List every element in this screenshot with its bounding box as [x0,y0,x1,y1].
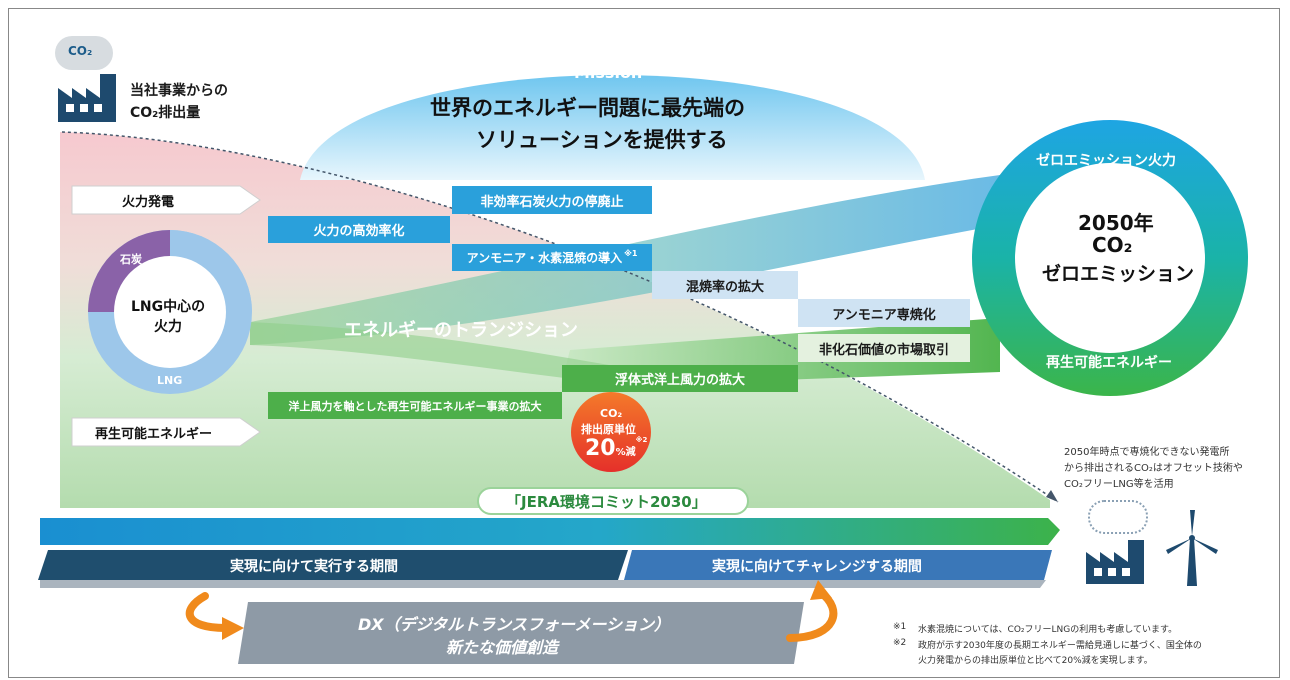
donut-lng-label: LNG [157,374,183,387]
badge-number: 20 [585,436,616,461]
goal-top-label: ゼロエミッション火力 [1036,153,1176,169]
step-efficiency: 火力の高効率化 [268,216,450,243]
factory-icon [1086,540,1144,584]
renewable-label: 再生可能エネルギー [95,427,213,442]
step-offshore-wind: 洋上風力を軸とした再生可能エネルギー事業の拡大 [268,392,562,419]
dx-line1: DX（デジタルトランスフォーメーション） [358,615,671,634]
step-ammonia-label: アンモニア・水素混焼の導入 [466,251,623,265]
footnote-2-line2: 火力発電からの排出原単位と比べて20%減を実現します。 [918,656,1153,666]
co2-cloud-icon [55,36,113,70]
badge-unit: %減 [615,447,636,458]
emissions-label-line1: 当社事業からの [130,83,228,99]
dx-line2: 新たな価値創造 [446,638,559,657]
step-cofiring: 混焼率の拡大 [652,271,798,299]
footnote-1-text: 水素混焼については、CO₂フリーLNGの利用も考慮しています。 [918,625,1178,635]
factory-icon [58,74,116,122]
footnote-2-line1: 政府が示す2030年度の長期エネルギー需給見通しに基づく、国全体の [918,641,1202,651]
badge-note: ※2 [635,436,648,444]
co2-cloud-label: CO₂ [68,44,93,58]
mission-title: Mission [574,63,643,82]
goal-zero: ゼロエミッション [1042,263,1195,285]
step-coal-phaseout: 非効率石炭火力の停廃止 [452,186,652,214]
step-ammonia-dedicated: アンモニア専焼化 [798,299,970,327]
right-note-line3: CO₂フリーLNG等を活用 [1064,479,1174,490]
step-nonfossil: 非化石価値の市場取引 [798,334,970,362]
step-floating-wind: 浮体式洋上風力の拡大 [562,365,798,392]
donut-center-line1: LNG中心の [131,299,206,315]
badge-line2: 排出原単位 [581,423,636,436]
badge-value: 20%減 ※2 [585,436,647,461]
wind-turbine-icon [1166,510,1218,586]
goal-co2: CO₂ [1092,233,1133,257]
thermal-label: 火力発電 [122,195,175,210]
step-ammonia-note: ※1 [624,249,638,258]
period-challenge: 実現に向けてチャレンジする期間 [712,559,922,575]
footnote-1-mark: ※1 [893,622,907,632]
footnote-2-mark: ※2 [893,638,907,648]
transition-label: エネルギーのトランジション [344,320,578,341]
period-execute: 実現に向けて実行する期間 [230,559,398,575]
emissions-label-line2: CO₂排出量 [130,105,201,121]
right-note-line2: から排出されるCO₂はオフセット技術や [1064,463,1243,474]
end-cloud-icon [1088,500,1148,534]
badge-line1: CO₂ [600,407,623,420]
frame-border [8,8,1280,678]
goal-year: 2050年 [1078,211,1154,235]
goal-bottom-label: 再生可能エネルギー [1046,355,1172,371]
commitment-label: 「JERA環境コミット2030」 [506,493,707,511]
donut-center-line2: 火力 [154,319,182,335]
step-ammonia: アンモニア・水素混焼の導入 ※1 [452,244,652,271]
donut-coal-label: 石炭 [120,253,142,266]
mission-line2: ソリューションを提供する [476,128,728,152]
right-note-line1: 2050年時点で専焼化できない発電所 [1064,447,1230,458]
mission-line1: 世界のエネルギー問題に最先端の [430,96,745,120]
